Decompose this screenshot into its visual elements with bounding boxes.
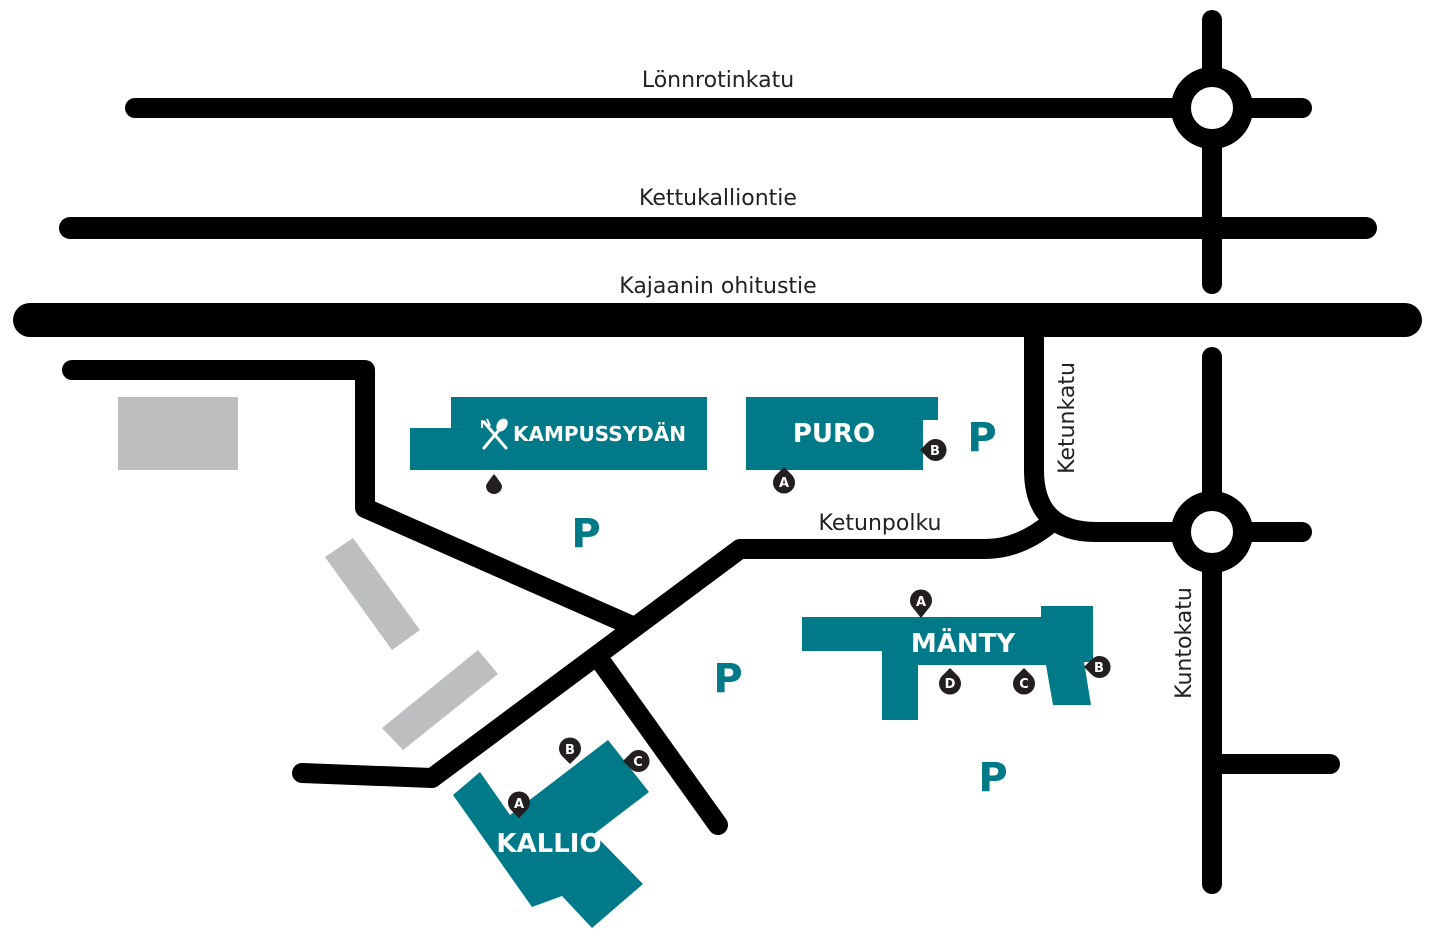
building-label-manty: MÄNTY <box>911 627 1016 659</box>
entrance-letter: B <box>930 444 940 459</box>
street-label-kuntokatu: Kuntokatu <box>1172 587 1197 699</box>
entrance-marker-kallio-b: B <box>559 737 581 764</box>
entrance-drop-icon <box>486 474 502 494</box>
entrance-marker-kallio-a: A <box>508 791 530 818</box>
building-kallio <box>453 740 649 928</box>
entrance-marker-manty-a: A <box>910 589 932 618</box>
entrance-marker-manty-b: B <box>1084 656 1111 678</box>
building-labels: KAMPUSSYDÄN PURO MÄNTY KALLIO <box>481 418 1016 859</box>
entrance-letter: A <box>514 797 524 812</box>
street-label-lonnrotinkatu: Lönnrotinkatu <box>642 68 794 93</box>
road-west-path <box>62 360 640 635</box>
campus-buildings <box>410 397 1093 928</box>
other-buildings <box>118 397 498 750</box>
street-label-ketunkatu: Ketunkatu <box>1055 362 1080 474</box>
parking-symbol: P <box>967 415 996 461</box>
parking-areas: P P P P <box>571 415 1007 801</box>
roundabout-north <box>1171 67 1253 149</box>
building-kampussydan <box>410 397 707 470</box>
road-kallio-branch <box>592 653 728 835</box>
parking-symbol: P <box>978 755 1007 801</box>
road-ketunpolku <box>292 512 1062 788</box>
roundabout-south <box>1171 491 1253 573</box>
entrance-markers: A B A B C D A B <box>486 439 1111 818</box>
entrance-letter: D <box>945 677 956 692</box>
other-building <box>325 538 420 650</box>
entrance-letter: B <box>1094 661 1104 676</box>
entrance-letter: C <box>1019 677 1029 692</box>
street-label-kajaanin-ohitustie: Kajaanin ohitustie <box>619 274 816 299</box>
building-manty <box>802 606 1093 720</box>
building-label-kampussydan: KAMPUSSYDÄN <box>513 422 686 446</box>
roundabouts <box>1171 67 1253 573</box>
entrance-letter: C <box>633 755 643 770</box>
entrance-marker-puro-b: B <box>920 439 947 461</box>
street-labels: Lönnrotinkatu Kettukalliontie Kajaanin o… <box>619 68 1197 699</box>
building-puro <box>746 397 938 470</box>
restaurant-icon <box>481 418 508 450</box>
entrance-marker-manty-d: D <box>939 668 961 695</box>
parking-symbol: P <box>571 511 600 557</box>
entrance-letter: B <box>565 743 575 758</box>
building-label-puro: PURO <box>793 419 875 449</box>
entrance-letter: A <box>779 476 789 491</box>
building-label-kallio: KALLIO <box>496 829 601 859</box>
street-label-ketunpolku: Ketunpolku <box>819 511 942 536</box>
other-building <box>118 397 238 470</box>
entrance-marker-manty-c: C <box>1013 668 1035 695</box>
street-label-kettukalliontie: Kettukalliontie <box>639 186 797 211</box>
other-building <box>382 650 498 750</box>
entrance-marker-puro-a: A <box>773 467 795 494</box>
parking-symbol: P <box>713 656 742 702</box>
entrance-letter: A <box>916 595 926 610</box>
entrance-marker-kallio-c: C <box>623 750 650 772</box>
